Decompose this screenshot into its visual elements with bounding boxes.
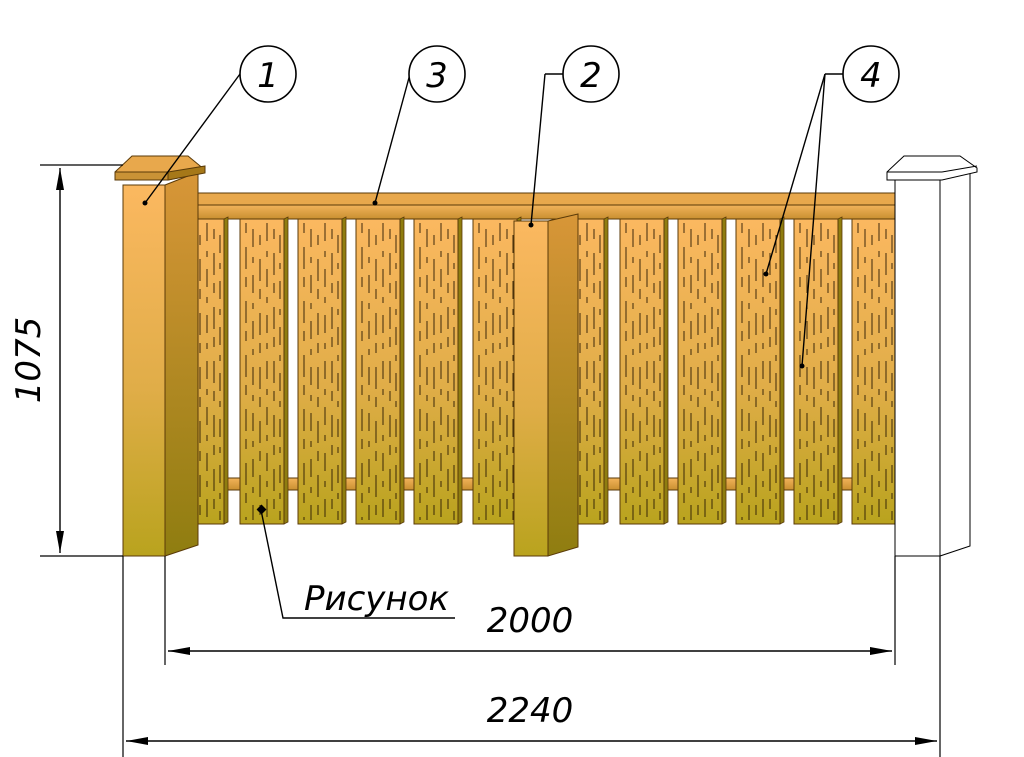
callout-1: 1 <box>142 45 297 206</box>
figure-caption: Рисунок <box>304 579 449 619</box>
callout-2: 2 <box>528 45 620 228</box>
picket <box>793 216 843 525</box>
picket <box>239 216 289 525</box>
picket <box>297 216 347 525</box>
left-post <box>114 155 206 557</box>
picket <box>355 216 405 525</box>
inner-width-dimension: 2000 <box>164 556 896 665</box>
picket <box>851 216 901 525</box>
picket <box>619 216 669 525</box>
callout-3-label: 3 <box>426 56 448 96</box>
callout-4: 4 <box>763 45 900 369</box>
picket <box>413 216 463 525</box>
callout-3: 3 <box>372 45 466 206</box>
callout-1-label: 1 <box>257 56 279 96</box>
total-width-label: 2240 <box>487 691 574 731</box>
height-dimension: 1075 <box>9 164 123 557</box>
picket <box>735 216 785 525</box>
height-dimension-label: 1075 <box>9 317 49 404</box>
inner-width-label: 2000 <box>487 601 574 641</box>
right-post <box>886 155 978 557</box>
caption-leader: Рисунок <box>256 504 455 619</box>
total-width-dimension: 2240 <box>122 556 941 757</box>
callout-4-label: 4 <box>860 56 882 96</box>
callout-2-label: 2 <box>580 56 602 96</box>
middle-post <box>513 213 579 557</box>
picket <box>677 216 727 525</box>
